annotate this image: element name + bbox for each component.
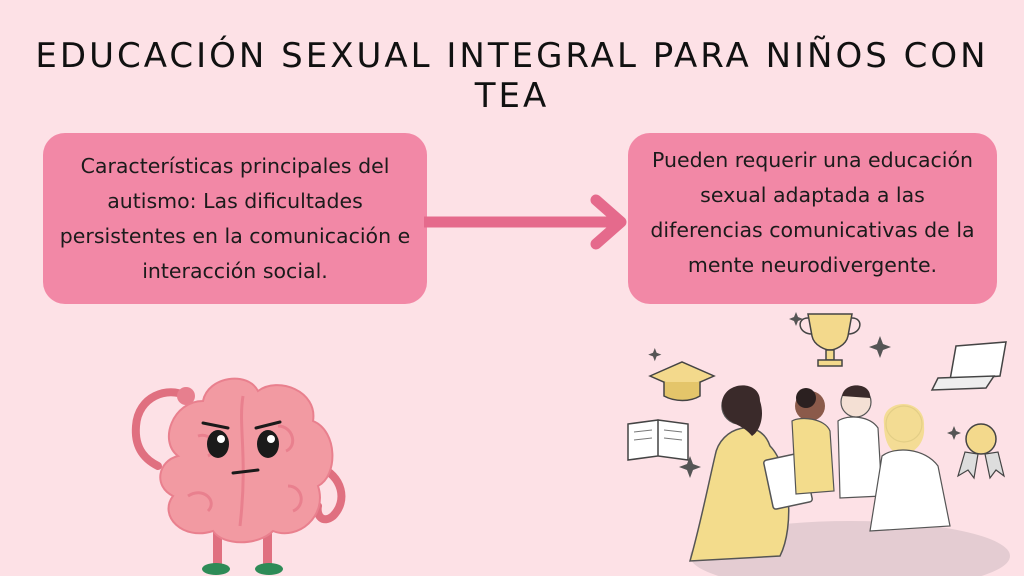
brain-hand <box>177 387 195 405</box>
teacher-and-children-illustration <box>627 312 1010 576</box>
adapted-education-text: Pueden requerir una educación sexual ada… <box>650 148 975 277</box>
autism-characteristics-box: Características principales del autismo:… <box>43 133 427 304</box>
laptop-icon <box>930 341 1007 391</box>
sparkle-icon <box>648 312 961 478</box>
teacher-figure <box>688 385 813 562</box>
adapted-education-box: Pueden requerir una educación sexual ada… <box>628 133 997 304</box>
thinking-brain-illustration <box>131 377 346 575</box>
children-figures <box>791 385 951 532</box>
graduation-cap-icon <box>648 361 716 402</box>
page-title: EDUCACIÓN SEXUAL INTEGRAL PARA NIÑOS CON… <box>35 36 989 116</box>
book-icon <box>627 419 689 461</box>
arrow-right-icon <box>424 194 627 250</box>
autism-characteristics-text: Características principales del autismo:… <box>59 153 411 283</box>
award-ribbon-icon <box>956 423 1005 480</box>
trophy-icon <box>799 313 861 367</box>
